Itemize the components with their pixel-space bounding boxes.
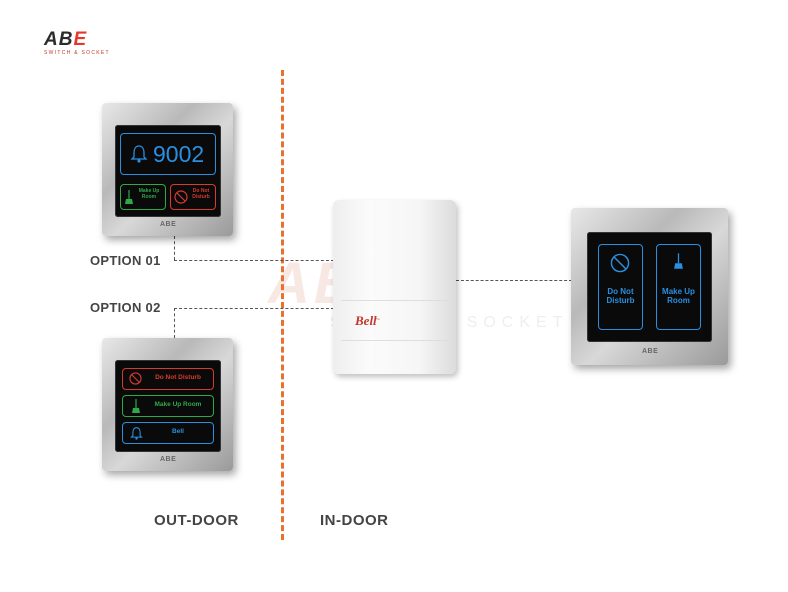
switch1-brand: ABE	[160, 221, 177, 228]
do-not-disturb-label: Do Not Disturb	[192, 188, 210, 200]
do-not-disturb-label: Do Not Disturb	[606, 287, 635, 306]
make-up-room-label: Make Up Room	[154, 401, 202, 408]
bell-icon	[130, 145, 148, 163]
no-entry-hand-icon	[610, 253, 630, 273]
do-not-disturb-button[interactable]: Do Not Disturb	[122, 368, 214, 390]
make-up-room-button[interactable]: Make Up Room	[120, 184, 166, 210]
do-not-disturb-button[interactable]: Do Not Disturb	[170, 184, 216, 210]
bell-icon	[130, 427, 143, 440]
logo-mark: ABE	[44, 29, 88, 50]
indoor-switch-glass-panel: Do Not Disturb Make Up Room	[587, 232, 712, 342]
switch2-brand: ABE	[160, 456, 177, 463]
indoor-connector-line	[456, 280, 572, 281]
option2-connector-vertical	[174, 308, 175, 338]
indoor-switch: Do Not Disturb Make Up Room ABE	[571, 208, 728, 365]
option2-connector-line	[174, 308, 334, 309]
brand-logo: ABE SWITCH & SOCKET	[44, 29, 124, 56]
option1-label: OPTION 01	[90, 253, 161, 268]
no-entry-hand-icon	[129, 372, 142, 385]
logo-tagline: SWITCH & SOCKET	[44, 50, 110, 56]
option1-connector-line	[174, 260, 334, 261]
bell-box-brand: Bell	[355, 313, 377, 328]
no-entry-hand-icon	[174, 190, 188, 204]
broom-icon	[132, 399, 140, 413]
outdoor-indoor-divider	[281, 70, 284, 540]
bell-label: Bell	[172, 428, 184, 435]
make-up-room-button[interactable]: Make Up Room	[122, 395, 214, 417]
do-not-disturb-label: Do Not Disturb	[155, 374, 201, 381]
outdoor-switch-option1: 9002 Make Up Room Do Not Disturb ABE	[102, 103, 233, 236]
do-not-disturb-button[interactable]: Do Not Disturb	[598, 244, 643, 330]
bell-button[interactable]: Bell	[122, 422, 214, 444]
make-up-room-button[interactable]: Make Up Room	[656, 244, 701, 330]
switch1-glass-panel: 9002 Make Up Room Do Not Disturb	[115, 125, 221, 217]
indoor-switch-brand: ABE	[642, 348, 659, 355]
make-up-room-label: Make Up Room	[662, 287, 695, 306]
option2-label: OPTION 02	[90, 300, 161, 315]
indoor-bell-box: Bell Pro	[333, 200, 456, 374]
broom-icon	[125, 190, 133, 204]
room-number-display: 9002	[153, 141, 205, 167]
outdoor-label: OUT-DOOR	[154, 512, 239, 529]
indoor-label: IN-DOOR	[320, 512, 389, 529]
make-up-room-label: Make Up Room	[138, 188, 160, 200]
bell-box-brand-sub: Pro	[375, 317, 380, 321]
switch2-glass-panel: Do Not Disturb Make Up Room Bell	[115, 360, 221, 452]
outdoor-switch-option2: Do Not Disturb Make Up Room Bell ABE	[102, 338, 233, 471]
doorbell-display-button[interactable]: 9002	[120, 133, 216, 175]
broom-icon	[674, 253, 683, 269]
option1-connector-vertical	[174, 236, 175, 260]
